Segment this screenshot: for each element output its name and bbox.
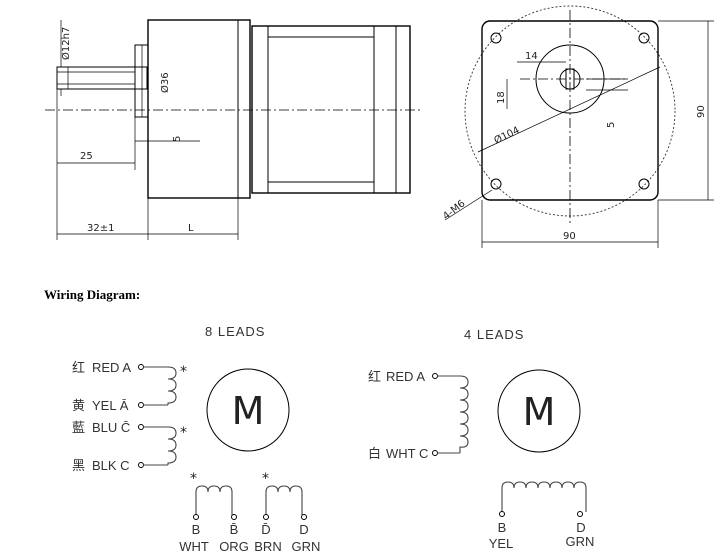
four-title: 4 LEADS [464,327,524,342]
eight-lead-2: YEL Ā [92,398,129,413]
dim-flange-h: 90 [696,105,707,118]
dim-holes: 4-M6 [441,198,467,222]
four-coil-bd [501,481,587,512]
eight-lead-3: BLU C̄ [92,420,130,435]
eight-star-2: * [180,425,187,441]
four-bottom-letter-2: D [576,520,585,535]
four-bottom-color-2: GRN [566,534,595,549]
dim-key-width: 14 [525,51,538,62]
eight-coil-b [195,485,233,515]
shaft [56,66,148,90]
four-lead-1: RED A [386,369,425,384]
eight-bottom-color-1: WHT [179,539,209,554]
eight-lead-4-cn: 黑 [72,458,85,473]
four-motor-label: M [523,390,556,434]
eight-lead-2-cn: 黄 [72,398,85,413]
dim-key-height: 18 [496,91,507,104]
four-coil-ac [459,375,469,453]
eight-bottom-letter-2: B̄ [230,522,239,537]
four-motor [497,369,581,453]
gearbox [147,19,251,199]
eight-lead-1-cn: 红 [72,360,85,375]
eight-star-4: * [262,471,269,487]
eight-bottom-color-4: GRN [292,539,321,554]
eight-lead-4: BLK C [92,458,130,473]
eight-bottom-color-2: ORG [219,539,249,554]
eight-lead-3-cn: 藍 [72,420,85,435]
wiring-title: Wiring Diagram: [44,287,140,302]
dim-shaft-dia: Ø12h7 [60,27,72,60]
eight-coil-d [265,485,303,515]
dim-shaft-total: 32±1 [87,223,114,234]
dim-boss-dia: Ø36 [159,72,171,93]
front-view: 14 18 5 Ø104 4-M6 90 90 [441,5,714,248]
four-bottom-color-1: YEL [489,536,514,551]
eight-bottom-color-3: BRN [254,539,281,554]
eight-star-1: * [180,364,187,380]
four-lead-2: WHT C [386,446,428,461]
eight-bottom-letter-4: D [299,522,308,537]
eight-bottom-letter-1: B [192,522,201,537]
eight-motor-label: M [232,389,265,433]
eight-star-3: * [190,471,197,487]
dim-key-depth: 5 [606,122,617,128]
eight-coil-c [167,426,177,465]
eight-leads: 8 LEADS M 红 RED A 黄 YEL Ā 藍 BLU C̄ 黑 BLK… [72,324,320,554]
eight-bottom-letter-3: D̄ [261,522,270,537]
four-leads: 4 LEADS M 红 RED A 白 WHT C B D YEL GRN [368,327,594,551]
side-view: Ø12h7 Ø36 5 25 32±1 L [45,19,420,240]
four-lead-1-cn: 红 [368,369,381,384]
four-lead-2-cn: 白 [368,446,381,461]
eight-lead-1: RED A [92,360,131,375]
eight-title: 8 LEADS [205,324,265,339]
dim-boss-len: 5 [172,136,183,142]
eight-coil-a [167,366,177,405]
eight-motor [206,368,290,452]
boss [134,44,149,118]
dim-body-len: L [188,223,194,234]
four-bottom-letter-1: B [498,520,507,535]
motor-body [251,25,411,194]
dim-bolt-circle: Ø104 [492,124,521,147]
dim-flange-w: 90 [563,231,576,242]
dim-shaft-len: 25 [80,151,93,162]
